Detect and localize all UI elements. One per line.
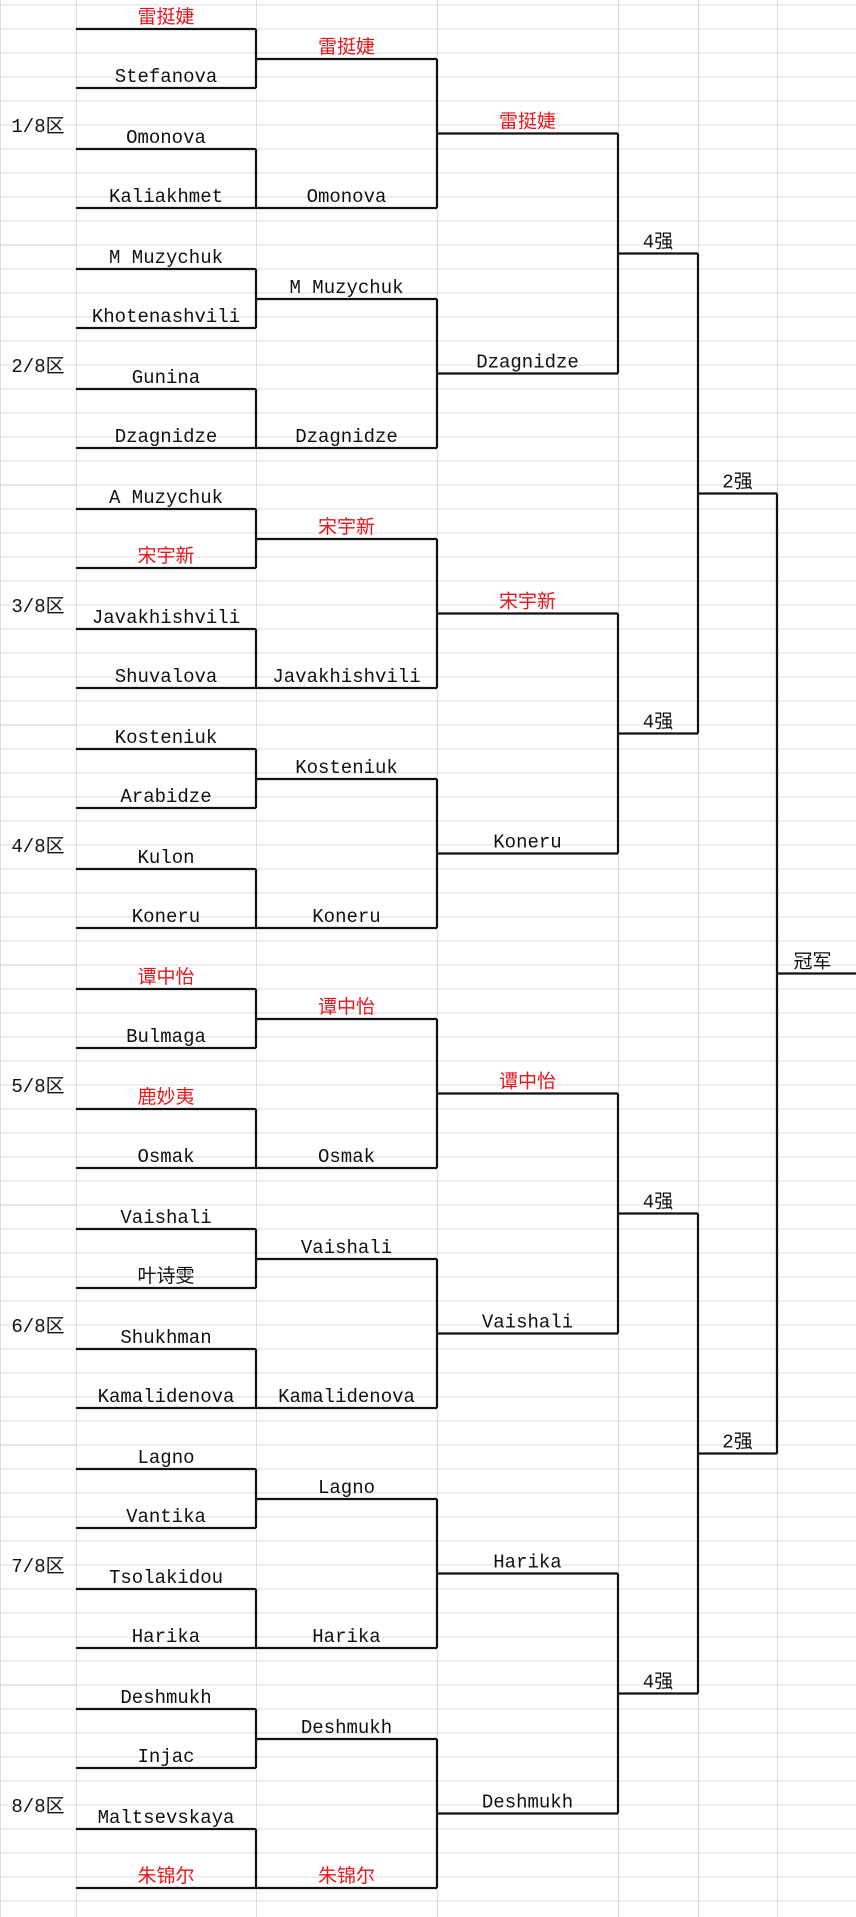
- zone-label: 1/8区: [11, 116, 64, 138]
- player-name: Injac: [137, 1746, 194, 1768]
- player-name: 朱锦尔: [137, 1865, 194, 1888]
- player-name: Stefanova: [115, 66, 218, 88]
- player-name: Javakhishvili: [92, 607, 240, 629]
- round2-winner: Dzagnidze: [295, 426, 398, 448]
- player-name: Tsolakidou: [109, 1567, 223, 1589]
- semifinal-label: 4强: [643, 1672, 673, 1694]
- zone-label: 6/8区: [11, 1316, 64, 1338]
- round2-winner: Koneru: [312, 906, 380, 928]
- round2-winner: M Muzychuk: [289, 277, 403, 299]
- round2-winner: 雷挺婕: [318, 36, 375, 59]
- round3-winner: Dzagnidze: [476, 352, 579, 374]
- zone-label: 2/8区: [11, 356, 64, 378]
- player-name: 谭中怡: [137, 966, 194, 989]
- player-name: Shukhman: [120, 1327, 211, 1349]
- round2-winner: Osmak: [318, 1146, 375, 1168]
- player-name: Kaliakhmet: [109, 186, 223, 208]
- zone-label: 7/8区: [11, 1556, 64, 1578]
- player-name: Harika: [132, 1626, 200, 1648]
- player-name: Gunina: [132, 367, 200, 389]
- round3-winner: 雷挺婕: [499, 111, 556, 134]
- zone-label: 3/8区: [11, 596, 64, 618]
- player-name: Kamalidenova: [98, 1386, 235, 1408]
- player-name: Lagno: [137, 1447, 194, 1469]
- round3-winner: 宋宇新: [499, 591, 556, 614]
- round2-winner: 宋宇新: [318, 516, 375, 539]
- player-name: 宋宇新: [137, 545, 194, 568]
- player-name: Osmak: [137, 1146, 194, 1168]
- round2-winner: Deshmukh: [301, 1717, 392, 1739]
- player-name: Koneru: [132, 906, 200, 928]
- final-label: 2强: [722, 1432, 752, 1454]
- player-name: Shuvalova: [115, 666, 218, 688]
- round2-winner: 谭中怡: [318, 996, 375, 1019]
- player-name: Arabidze: [120, 786, 211, 808]
- semifinal-label: 4强: [643, 712, 673, 734]
- player-name: 叶诗雯: [137, 1265, 194, 1288]
- player-name: Dzagnidze: [115, 426, 218, 448]
- player-name: M Muzychuk: [109, 247, 223, 269]
- player-name: Vantika: [126, 1506, 206, 1528]
- player-name: A Muzychuk: [109, 487, 223, 509]
- player-name: Kulon: [137, 847, 194, 869]
- player-name: Deshmukh: [120, 1687, 211, 1709]
- round2-winner: 朱锦尔: [318, 1865, 375, 1888]
- round3-winner: Koneru: [493, 832, 561, 854]
- champion-label: 冠军: [793, 952, 831, 974]
- player-name: Omonova: [126, 127, 206, 149]
- bracket-lines: [76, 27, 856, 1890]
- round2-winner: Vaishali: [301, 1237, 392, 1259]
- round3-winner: 谭中怡: [499, 1071, 556, 1094]
- round3-winner: Vaishali: [482, 1312, 573, 1334]
- round3-winner: Deshmukh: [482, 1792, 573, 1814]
- player-name: 雷挺婕: [137, 6, 194, 29]
- player-name: Vaishali: [120, 1207, 211, 1229]
- final-label: 2强: [722, 472, 752, 494]
- player-name: Bulmaga: [126, 1026, 206, 1048]
- player-name: Maltsevskaya: [98, 1807, 235, 1829]
- zone-label: 5/8区: [11, 1076, 64, 1098]
- round2-winner: Lagno: [318, 1477, 375, 1499]
- player-name: 鹿妙夷: [137, 1086, 194, 1109]
- semifinal-label: 4强: [643, 1192, 673, 1214]
- player-name: Khotenashvili: [92, 306, 240, 328]
- round2-winner: Javakhishvili: [272, 666, 420, 688]
- round2-winner: Kosteniuk: [295, 757, 398, 779]
- round2-winner: Omonova: [307, 186, 387, 208]
- zone-label: 4/8区: [11, 836, 64, 858]
- zone-labels: 1/8区 2/8区 3/8区 4/8区 5/8区 6/8区 7/8区 8/8区: [0, 116, 76, 1818]
- round3-winner: Harika: [493, 1552, 561, 1574]
- player-name: Kosteniuk: [115, 727, 218, 749]
- zone-label: 8/8区: [11, 1796, 64, 1818]
- round2-winner: Kamalidenova: [278, 1386, 415, 1408]
- round2-winner: Harika: [312, 1626, 380, 1648]
- semifinal-label: 4强: [643, 232, 673, 254]
